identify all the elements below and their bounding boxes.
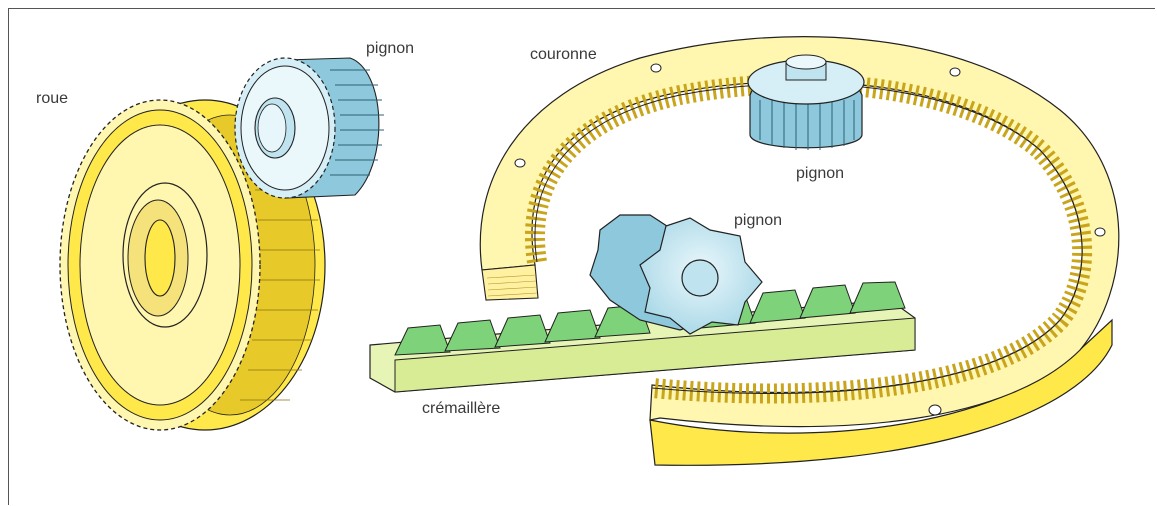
label-couronne: couronne xyxy=(530,46,597,64)
label-pignon-ring: pignon xyxy=(796,165,844,183)
label-pignon-wheel: pignon xyxy=(366,40,414,58)
label-roue: roue xyxy=(36,90,68,108)
label-pignon-rack: pignon xyxy=(734,212,782,230)
pignon-wheel-gear xyxy=(235,58,384,198)
label-cremaillere: crémaillère xyxy=(422,400,500,418)
pignon-ring-gear xyxy=(748,55,864,150)
